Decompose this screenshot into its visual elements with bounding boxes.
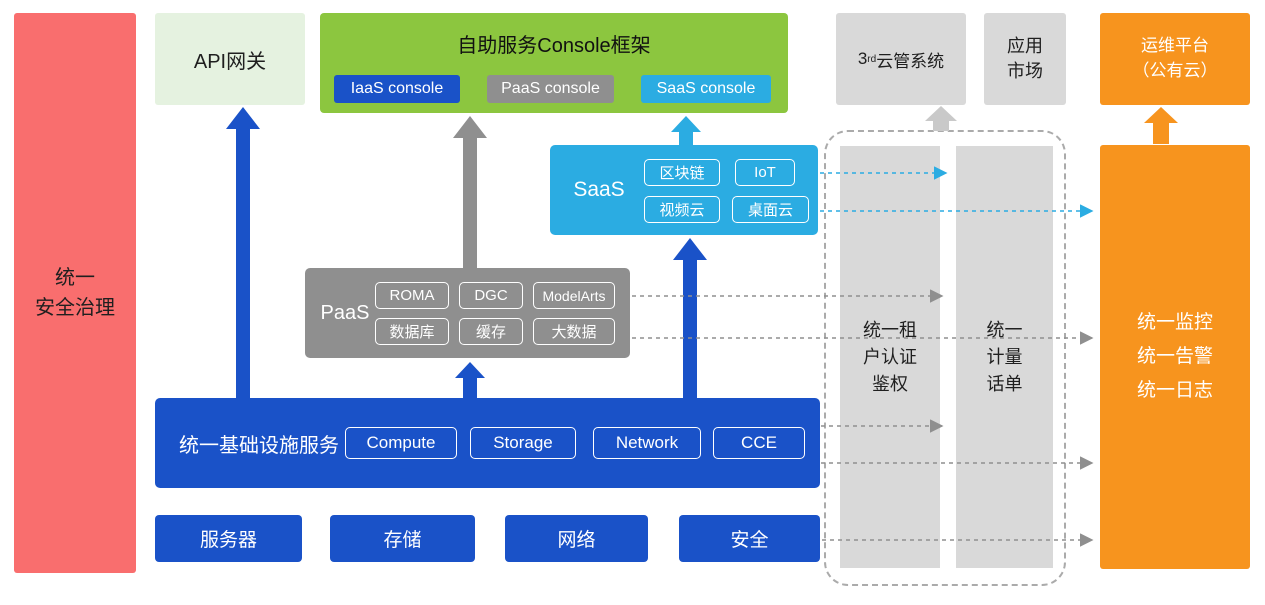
console-frame-title: 自助服务Console框架 (457, 34, 651, 57)
hardware-security-box: 安全 (679, 515, 820, 562)
shared-services-dashed-container (824, 130, 1066, 586)
arrow-iaas-to-api-gateway (226, 107, 260, 399)
arrow-infra-to-paas (455, 362, 485, 399)
paas-service-roma: ROMA (375, 282, 449, 309)
saas-console-chip: SaaS console (641, 75, 771, 103)
hardware-storage-box: 存储 (330, 515, 475, 562)
om-platform-box: 运维平台 （公有云） (1100, 13, 1250, 105)
console-frame-box: 自助服务Console框架 IaaS console PaaS console … (320, 13, 788, 113)
hardware-server-box: 服务器 (155, 515, 302, 562)
arrow-to-third-party-cms (925, 106, 957, 131)
third-party-cms-sup: rd (867, 53, 877, 65)
hardware-network-box: 网络 (505, 515, 648, 562)
paas-service-modelarts: ModelArts (533, 282, 615, 309)
metering-billing-bar: 统一 计量 话单 (956, 146, 1053, 568)
paas-service-database: 数据库 (375, 318, 449, 345)
saas-box: SaaS 区块链 IoT 视频云 桌面云 (550, 145, 818, 235)
infra-service-storage: Storage (470, 427, 576, 459)
saas-service-desktop-cloud: 桌面云 (732, 196, 809, 223)
third-party-cms-label: 云管系统 (876, 51, 945, 71)
paas-service-cache: 缓存 (459, 318, 523, 345)
app-market-box: 应用 市场 (984, 13, 1066, 105)
infrastructure-box: 统一基础设施服务 Compute Storage Network CCE (155, 398, 820, 488)
api-gateway-box: API网关 (155, 13, 305, 105)
arrow-saas-to-console (671, 116, 701, 146)
infra-service-network: Network (593, 427, 701, 459)
third-party-cms-num: 3 (857, 49, 868, 68)
infrastructure-label: 统一基础设施服务 (179, 434, 339, 457)
saas-service-blockchain: 区块链 (644, 159, 720, 186)
infra-service-compute: Compute (345, 427, 457, 459)
saas-service-iot: IoT (735, 159, 795, 186)
arrow-infra-to-saas (673, 238, 707, 399)
iaas-console-chip: IaaS console (334, 75, 460, 103)
security-governance-bar: 统一 安全治理 (14, 13, 136, 573)
arrow-to-om-platform (1144, 107, 1178, 144)
paas-box: PaaS ROMA DGC ModelArts 数据库 缓存 大数据 (305, 268, 630, 358)
tenant-auth-bar: 统一租 户认证 鉴权 (840, 146, 940, 568)
paas-service-bigdata: 大数据 (533, 318, 615, 345)
arrow-paas-to-console (453, 116, 487, 269)
monitoring-alarm-log-bar: 统一监控 统一告警 统一日志 (1100, 145, 1250, 569)
saas-label: SaaS (573, 178, 625, 201)
infra-service-cce: CCE (713, 427, 805, 459)
paas-console-chip: PaaS console (487, 75, 614, 103)
paas-service-dgc: DGC (459, 282, 523, 309)
saas-service-video-cloud: 视频云 (644, 196, 720, 223)
paas-label: PaaS (320, 301, 370, 324)
